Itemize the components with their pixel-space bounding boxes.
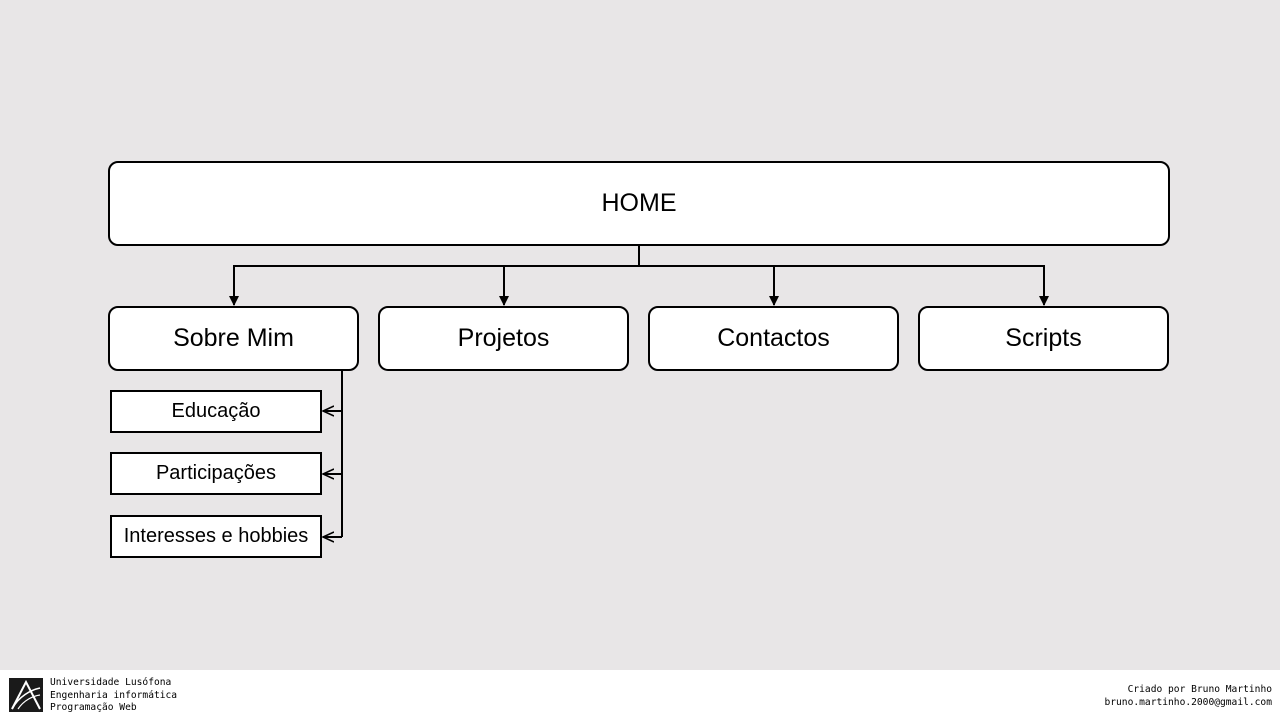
subject-name: Programação Web: [50, 702, 137, 713]
author-email: bruno.martinho.2000@gmail.com: [1104, 697, 1272, 708]
subsection-node-participacoes: Participações: [110, 452, 322, 495]
footer: Universidade Lusófona Engenharia informá…: [0, 670, 1280, 720]
section-node-sobre-mim: Sobre Mim: [108, 306, 359, 371]
section-node-contactos: Contactos: [648, 306, 899, 371]
university-name: Universidade Lusófona: [50, 677, 172, 688]
subsection-node-interesses: Interesses e hobbies: [110, 515, 322, 558]
university-logo-icon: [9, 678, 43, 712]
course-name: Engenharia informática: [50, 689, 178, 701]
section-node-projetos: Projetos: [378, 306, 629, 371]
section-node-scripts: Scripts: [918, 306, 1169, 371]
subsection-node-educacao: Educação: [110, 390, 322, 433]
author-credits: Criado por Bruno Martinho bruno.martinho…: [1104, 683, 1272, 709]
created-by-text: Criado por Bruno Martinho: [1127, 684, 1272, 695]
university-info: Universidade Lusófona Engenharia informá…: [50, 677, 177, 715]
home-node: HOME: [108, 161, 1170, 246]
